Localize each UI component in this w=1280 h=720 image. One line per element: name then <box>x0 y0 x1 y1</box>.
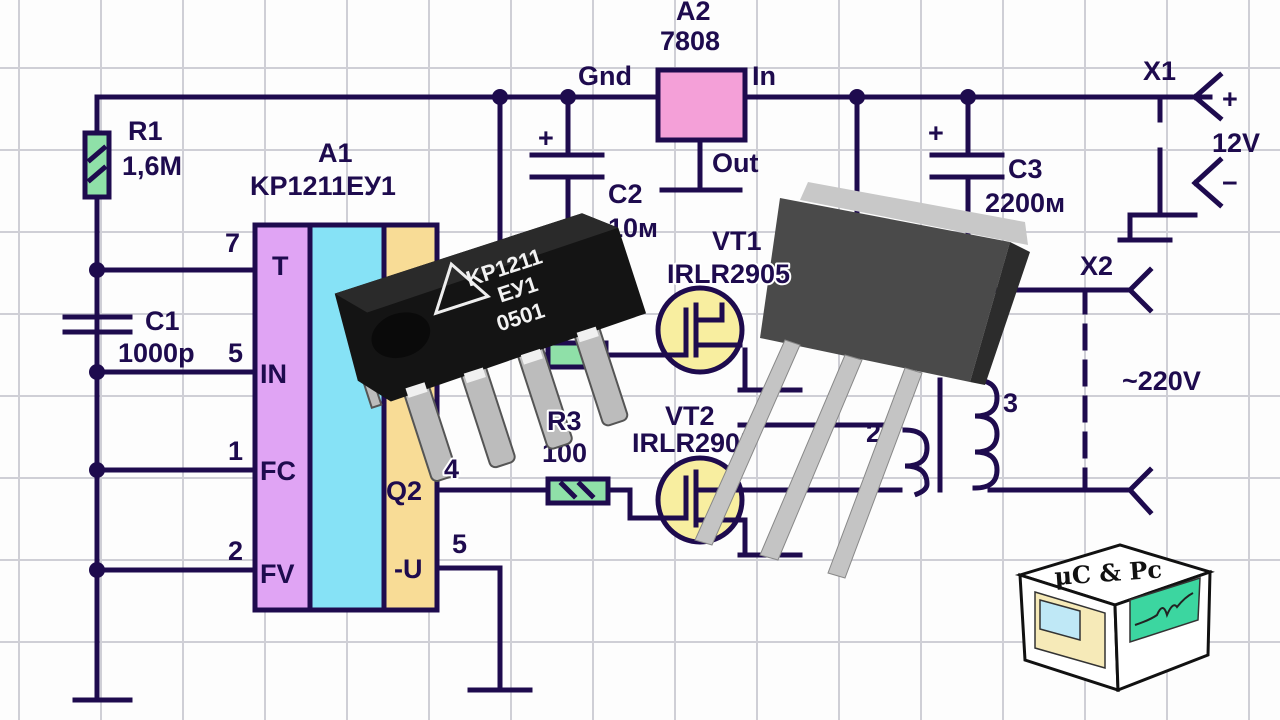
a2-pin-gnd: Gnd <box>578 61 632 91</box>
a2-pin-out: Out <box>712 148 759 178</box>
dip8-chip-photo: KP1211 EУ1 0501 <box>334 213 647 482</box>
to251-transistor-photo <box>694 182 1030 579</box>
pin-name: T <box>272 251 289 281</box>
c3-value: 2200м <box>985 188 1065 218</box>
a1-ref: A1 <box>318 138 353 168</box>
pin-num: 1 <box>228 436 243 466</box>
pin-num: 5 <box>228 338 243 368</box>
a2-pin-in: In <box>752 61 776 91</box>
c1-ref: C1 <box>145 306 180 336</box>
x1-minus: − <box>1222 168 1238 198</box>
logo-uc-pc: μC & Pc <box>1014 543 1215 693</box>
x1-voltage: 12V <box>1212 128 1260 158</box>
connector-x2: X2 ~220V <box>1080 251 1201 396</box>
capacitor-c3: + C3 2200м <box>928 118 1065 218</box>
junction <box>960 89 976 105</box>
pin-name: -U <box>394 554 423 584</box>
connector-x1: X1 + 12V − <box>1143 56 1260 198</box>
junction <box>849 89 865 105</box>
pin-num: 4 <box>444 454 459 484</box>
x2-ref: X2 <box>1080 251 1113 281</box>
c2-plus: + <box>538 123 554 153</box>
winding-secondary-label: 3 <box>1003 388 1018 418</box>
junction <box>560 89 576 105</box>
c1-value: 1000p <box>118 338 195 368</box>
x2-voltage: ~220V <box>1122 366 1201 396</box>
c3-ref: C3 <box>1008 154 1043 184</box>
capacitor-c1: C1 1000p <box>62 306 195 368</box>
resistor-r1: R1 1,6M <box>82 116 182 200</box>
c2-ref: C2 <box>608 179 643 209</box>
junction <box>89 364 105 380</box>
vt1-part: IRLR2905 <box>667 259 790 289</box>
junction <box>492 89 508 105</box>
pin-name: IN <box>260 359 287 389</box>
r3-ref: R3 <box>547 406 582 436</box>
overlay-labels: 4 R3 IRLR2905 <box>442 257 792 486</box>
a2-ref: A2 <box>676 0 711 26</box>
x1-plus: + <box>1222 84 1238 114</box>
regulator-a2: A2 7808 Gnd In Out <box>578 0 776 178</box>
r1-ref: R1 <box>128 116 163 146</box>
pin-num: 7 <box>225 228 240 258</box>
junction <box>89 262 105 278</box>
pin-num: 5 <box>452 529 467 559</box>
pin-name: Q2 <box>386 476 422 506</box>
a1-part: KP1211EУ1 <box>250 171 396 201</box>
junction-dots <box>89 89 976 578</box>
junction <box>89 462 105 478</box>
pin-name: FC <box>260 456 296 486</box>
r1-value: 1,6M <box>122 151 182 181</box>
mosfet-vt1: VT1 <box>655 226 762 375</box>
x1-ref: X1 <box>1143 56 1176 86</box>
c3-plus: + <box>928 118 944 148</box>
pin-num: 2 <box>228 536 243 566</box>
junction <box>89 562 105 578</box>
vt2-ref: VT2 <box>665 401 715 431</box>
a2-part: 7808 <box>660 26 720 56</box>
vt1-ref: VT1 <box>712 226 762 256</box>
pin-name: FV <box>260 559 295 589</box>
